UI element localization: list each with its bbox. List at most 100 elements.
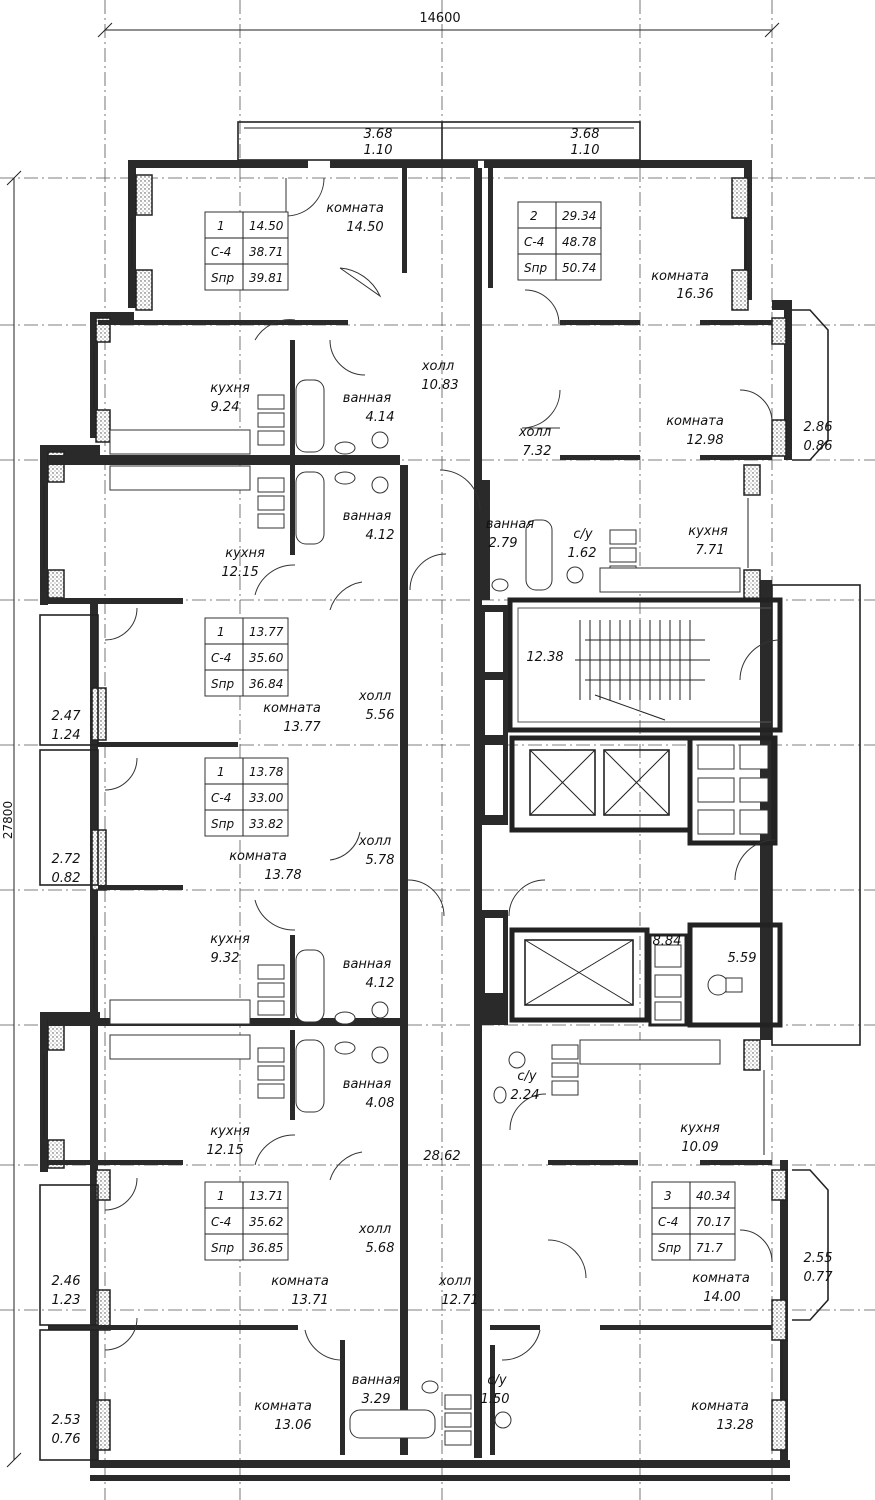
plan-label: 1 — [217, 625, 225, 639]
plan-label: холл — [421, 359, 454, 374]
partitions — [48, 168, 772, 1455]
bay-windows — [792, 309, 829, 1321]
plan-label: ванная — [343, 391, 392, 406]
apartment-tables: 1 14.50 С-4 38.71 Sпр 39.81 2 29.34 С-4 … — [204, 201, 736, 1261]
apartment-table: 1 13.77 С-4 35.60 Sпр 36.84 — [204, 617, 289, 697]
plan-label: ванная — [343, 957, 392, 972]
plan-label: С-4 — [211, 1215, 231, 1229]
plan-label: 33.00 — [249, 791, 284, 805]
outer-walls — [40, 160, 792, 1481]
plan-label: 16.36 — [676, 287, 713, 302]
plan-label: комната — [326, 201, 384, 216]
plan-label: комната — [263, 701, 321, 716]
plan-label: С-4 — [211, 245, 231, 259]
core — [480, 584, 861, 1046]
plan-label: 14.50 — [346, 220, 383, 235]
fixtures — [109, 379, 741, 1446]
plan-label: Sпр — [211, 271, 234, 285]
plan-label: 13.71 — [249, 1189, 283, 1203]
plan-label: 1.24 — [52, 728, 81, 743]
dimension-width: 14600 — [97, 11, 780, 38]
plan-label: с/у — [573, 527, 593, 542]
plan-label: комната — [271, 1274, 329, 1289]
plan-label: Sпр — [524, 261, 547, 275]
plan-label: С-4 — [524, 235, 544, 249]
plan-label: 7.71 — [696, 543, 725, 558]
plan-label: 2.72 — [52, 852, 81, 867]
plan-label: 2.24 — [511, 1088, 540, 1103]
plan-label: 36.85 — [249, 1241, 283, 1255]
dimension-height: 27800 — [1, 170, 22, 1468]
plan-label: 2.79 — [489, 536, 518, 551]
plan-label: 0.86 — [804, 439, 833, 454]
plan-label: ванная — [352, 1373, 401, 1388]
plan-label: 1.62 — [568, 546, 597, 561]
plan-label: холл — [358, 689, 391, 704]
plan-label: 10.09 — [681, 1140, 718, 1155]
loggia-labels: 2.86 0.86 2.47 1.24 2.72 0.82 2.46 1.23 … — [52, 420, 834, 1447]
plan-label: комната — [691, 1399, 749, 1414]
plan-label: С-4 — [211, 791, 231, 805]
plan-label: холл — [518, 425, 551, 440]
plan-label: 12.71 — [441, 1293, 478, 1308]
plan-label: 13.06 — [274, 1418, 311, 1433]
plan-label: 4.12 — [366, 976, 395, 991]
plan-label: 3.68 — [571, 127, 600, 142]
plan-label: 14.00 — [703, 1290, 740, 1305]
plan-label: 48.78 — [562, 235, 597, 249]
plan-label: 3.29 — [362, 1392, 391, 1407]
plan-label: 2.55 — [804, 1251, 833, 1266]
plan-label: 1 — [217, 219, 225, 233]
plan-label: 71.7 — [696, 1241, 723, 1255]
plan-label: 2.53 — [52, 1413, 81, 1428]
plan-label: кухня — [680, 1121, 720, 1136]
balcony-labels: 3.68 1.10 3.68 1.10 — [364, 127, 600, 158]
plan-label: 13.78 — [264, 868, 301, 883]
plan-label: 14.50 — [249, 219, 284, 233]
plan-label: холл — [438, 1274, 471, 1289]
plan-label: комната — [692, 1271, 750, 1286]
plan-label: 5.59 — [728, 951, 757, 966]
plan-label: холл — [358, 834, 391, 849]
plan-label: 13.28 — [716, 1418, 753, 1433]
plan-label: 3 — [664, 1189, 672, 1203]
plan-label: 4.14 — [366, 410, 395, 425]
plan-label: ванная — [343, 509, 392, 524]
plan-label: 13.71 — [291, 1293, 328, 1308]
plan-label: 1 — [217, 765, 225, 779]
plan-label: кухня — [210, 932, 250, 947]
plan-label: 29.34 — [562, 209, 596, 223]
plan-label: комната — [651, 269, 709, 284]
plan-label: 70.17 — [696, 1215, 731, 1229]
plan-label: 35.62 — [249, 1215, 283, 1229]
plan-label: Sпр — [658, 1241, 681, 1255]
apartment-table: 1 13.78 С-4 33.00 Sпр 33.82 — [204, 757, 289, 837]
plan-label: комната — [666, 414, 724, 429]
plan-label: 35.60 — [249, 651, 284, 665]
plan-label: 12.98 — [686, 433, 723, 448]
plan-label: 2.46 — [52, 1274, 81, 1289]
apartment-table: 1 13.71 С-4 35.62 Sпр 36.85 — [204, 1181, 289, 1261]
plan-label: 2 — [530, 209, 538, 223]
plan-label: ванная — [486, 517, 535, 532]
plan-label: 3.68 — [364, 127, 393, 142]
plan-label: 10.83 — [421, 378, 458, 393]
plan-label: 12.38 — [526, 650, 563, 665]
plan-label: кухня — [210, 1124, 250, 1139]
plan-label: 40.34 — [696, 1189, 730, 1203]
plan-label: Sпр — [211, 677, 234, 691]
plan-label: 9.32 — [211, 951, 240, 966]
plan-label: 4.08 — [366, 1096, 395, 1111]
plan-label: С-4 — [211, 651, 231, 665]
plan-label: 5.68 — [366, 1241, 395, 1256]
plan-label: холл — [358, 1222, 391, 1237]
plan-label: кухня — [688, 524, 728, 539]
plan-label: ванная — [343, 1077, 392, 1092]
plan-label: с/у — [487, 1373, 507, 1388]
plan-label: 2.86 — [804, 420, 833, 435]
plan-label: 4.12 — [366, 528, 395, 543]
plan-label: 0.76 — [52, 1432, 81, 1447]
plan-label: 5.78 — [366, 853, 395, 868]
plan-label: 13.77 — [249, 625, 284, 639]
